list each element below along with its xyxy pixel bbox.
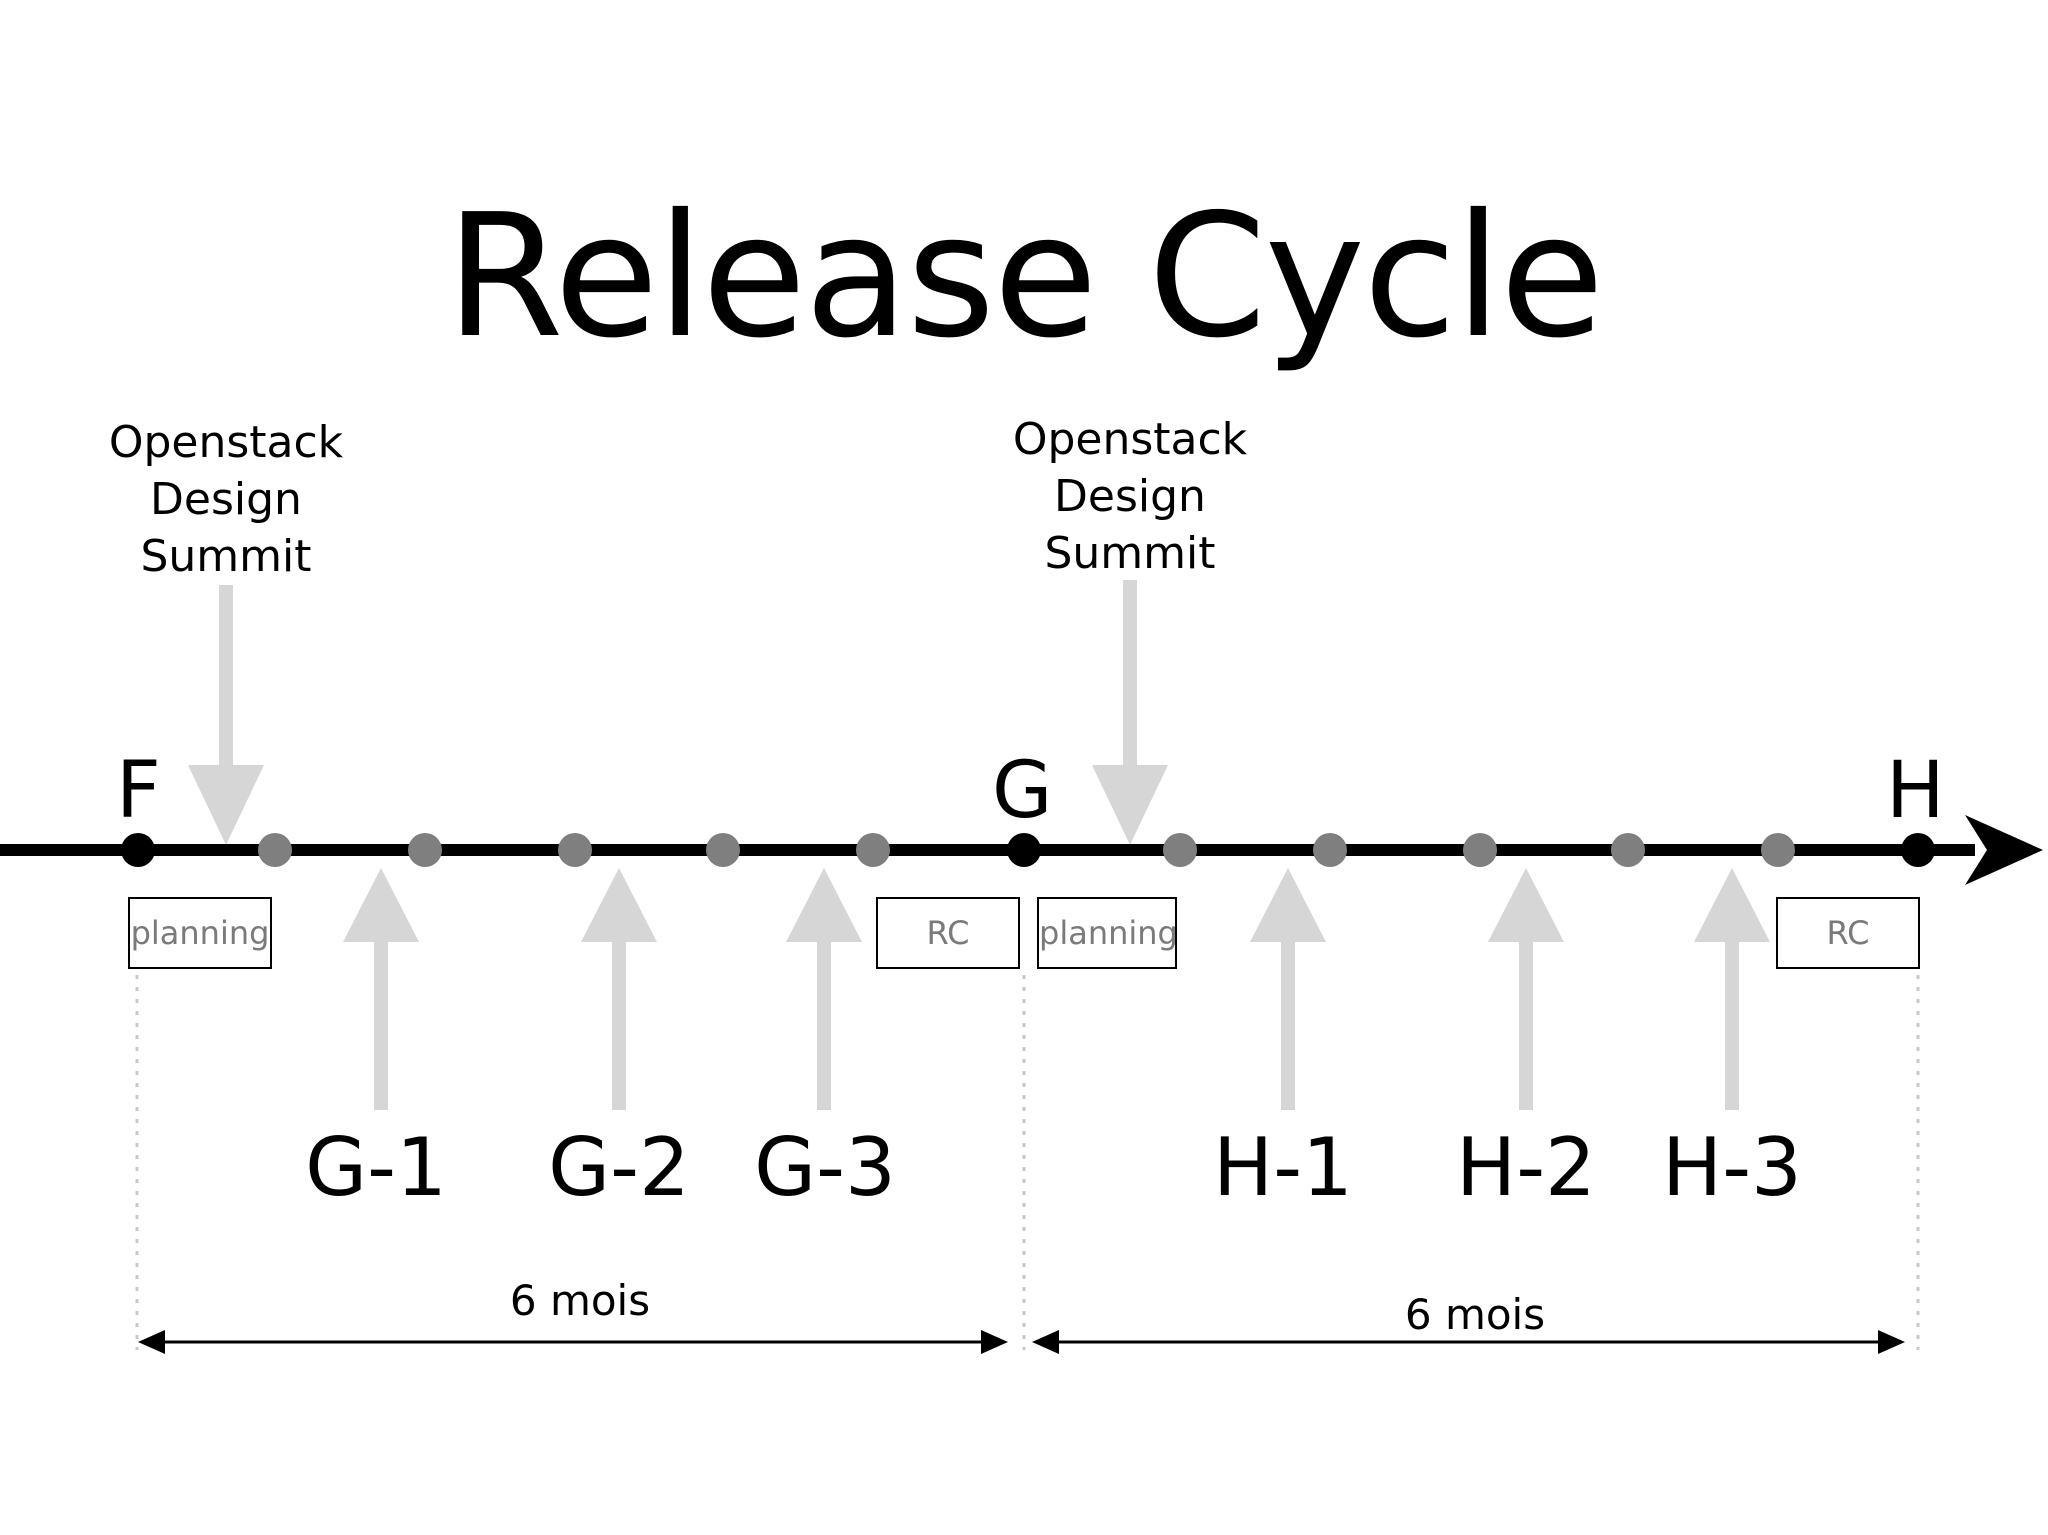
phase-box-rc-2: RC xyxy=(1776,897,1920,969)
summit-line: Design xyxy=(1054,471,1206,522)
release-dot-g xyxy=(1007,833,1041,867)
milestone-arrow-h1 xyxy=(1250,868,1326,1110)
summit-arrow-1 xyxy=(188,585,264,845)
timeline-dot xyxy=(258,833,292,867)
milestone-label-g2: G-2 xyxy=(548,1121,690,1214)
release-dots xyxy=(121,833,1935,867)
timeline-dot xyxy=(408,833,442,867)
release-label-f: F xyxy=(116,746,161,836)
duration-label-1: 6 mois xyxy=(509,1276,651,1325)
release-label-g: G xyxy=(992,746,1053,836)
milestone-arrow-h2 xyxy=(1488,868,1564,1110)
guide-lines xyxy=(135,975,1920,1350)
milestone-label-g3: G-3 xyxy=(754,1121,896,1214)
timeline-dot xyxy=(1163,833,1197,867)
summit-line: Openstack xyxy=(108,417,344,468)
summit-line: Summit xyxy=(1044,528,1216,579)
release-dot-f xyxy=(121,833,155,867)
timeline-dot xyxy=(856,833,890,867)
intermediate-dots xyxy=(258,833,1795,867)
milestone-arrow-g1 xyxy=(343,868,419,1110)
milestone-arrow-g3 xyxy=(786,868,862,1110)
milestone-label-h3: H-3 xyxy=(1662,1121,1802,1214)
duration-arrow-1 xyxy=(138,1330,1008,1354)
summit-arrows xyxy=(188,580,1168,845)
phase-box-planning-1: planning xyxy=(128,897,272,969)
milestone-label-g1: G-1 xyxy=(305,1121,447,1214)
summit-label-2: Openstack Design Summit xyxy=(980,411,1280,582)
phase-box-planning-2: planning xyxy=(1037,897,1178,969)
timeline-dot xyxy=(1313,833,1347,867)
timeline-dot xyxy=(1611,833,1645,867)
timeline-dot xyxy=(1463,833,1497,867)
summit-label-1: Openstack Design Summit xyxy=(76,414,376,585)
phase-box-rc-1: RC xyxy=(876,897,1020,969)
duration-arrow-2 xyxy=(1032,1330,1905,1354)
page-title: Release Cycle xyxy=(445,178,1605,376)
release-label-h: H xyxy=(1886,746,1945,836)
timeline-dot xyxy=(558,833,592,867)
summit-line: Design xyxy=(150,474,302,525)
summit-line: Summit xyxy=(140,531,312,582)
milestone-label-h1: H-1 xyxy=(1213,1121,1353,1214)
milestone-arrow-h3 xyxy=(1694,868,1770,1110)
summit-line: Openstack xyxy=(1012,414,1248,465)
duration-label-2: 6 mois xyxy=(1404,1290,1546,1339)
milestone-label-h2: H-2 xyxy=(1456,1121,1596,1214)
timeline-dot xyxy=(706,833,740,867)
summit-arrow-2 xyxy=(1092,580,1168,845)
milestone-arrows xyxy=(343,868,1770,1110)
milestone-arrow-g2 xyxy=(581,868,657,1110)
timeline-dot xyxy=(1761,833,1795,867)
release-dot-h xyxy=(1901,833,1935,867)
